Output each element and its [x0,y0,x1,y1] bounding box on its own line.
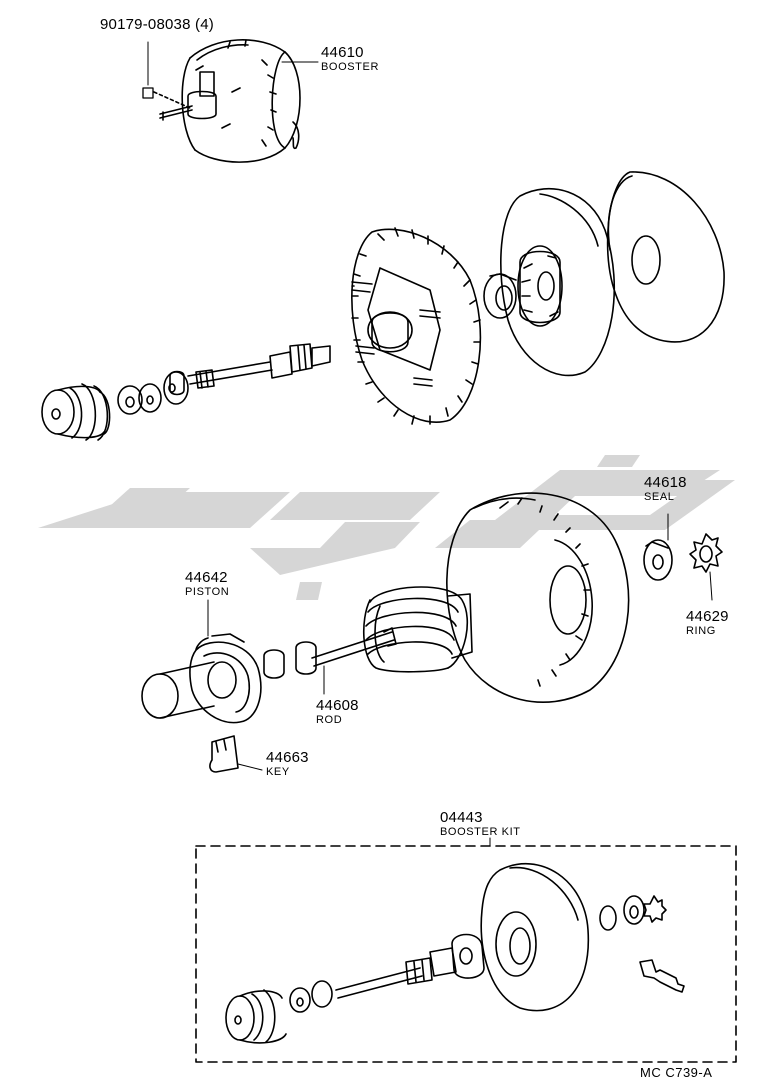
diaphragm-plate [500,187,616,377]
bolt-qty: (4) [195,16,214,33]
kit-rod-assembly [335,933,485,999]
ring-44629 [689,533,723,573]
part-name-seal: SEAL [644,491,675,503]
part-name-rod: ROD [316,714,343,726]
booster-assembly [142,39,319,163]
booster-kit-frame [195,837,737,1063]
bolt-number: 90179-08038 [100,16,191,33]
return-spring [362,586,473,673]
watermark-text: ضنكي [300,560,303,561]
part-number-kit: 04443 [440,809,483,826]
part-name-ring: RING [686,625,716,637]
leader-lines [207,571,713,695]
front-shell [351,227,482,425]
part-number-bolt: 90179-08038 (4) [100,17,214,32]
dust-boot [41,371,189,441]
part-number-piston: 44642 [185,569,228,586]
part-name-kit: BOOSTER KIT [440,826,521,838]
part-number-seal: 44618 [644,474,687,491]
reaction-disc [263,649,285,679]
kit-small-parts [599,895,685,993]
part-name-booster: BOOSTER [321,61,379,73]
part-number-booster: 44610 [321,44,364,61]
rear-shell [606,171,725,343]
part-number-key: 44663 [266,749,309,766]
piston-44642 [141,633,262,724]
figure-code: MC C739-A [640,1065,713,1080]
seal-44618 [643,513,673,581]
watermark-logo [38,455,735,600]
rod-44608 [295,627,397,675]
kit-boot [225,980,333,1044]
part-number-ring: 44629 [686,608,729,625]
part-number-rod: 44608 [316,697,359,714]
key-44663 [209,735,263,773]
rear-housing [446,492,630,703]
part-name-piston: PISTON [185,586,230,598]
seal-ring-upper [483,273,517,319]
kit-diaphragm [480,862,590,1012]
part-name-key: KEY [266,766,290,778]
push-rod-assembly [169,343,331,396]
